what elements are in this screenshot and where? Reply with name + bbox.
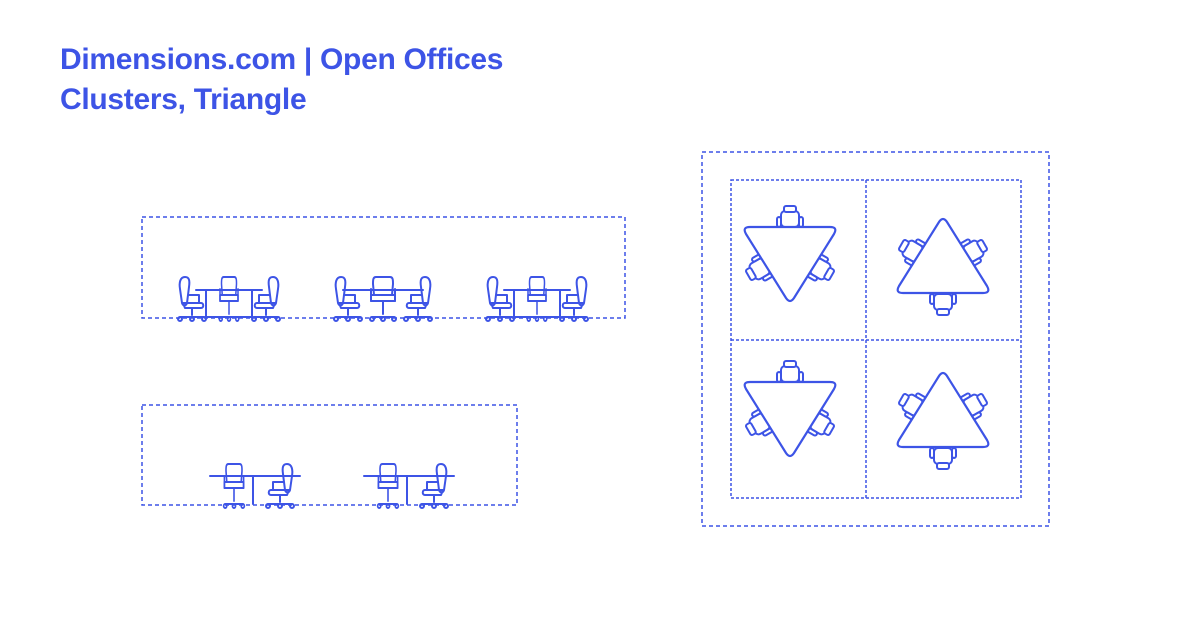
- title-line-2: Clusters, Triangle: [60, 83, 307, 116]
- front-cluster-1: [178, 277, 280, 321]
- side-cluster-2: [364, 464, 454, 508]
- plan-table-top-right: [895, 219, 991, 315]
- front-cluster-2: [334, 277, 432, 321]
- front-cluster-3: [486, 277, 588, 321]
- plan-table-bottom-left: [742, 361, 838, 456]
- side-elevation-view: [141, 404, 518, 508]
- plan-table-bottom-right: [895, 373, 991, 469]
- side-cluster-1: [210, 464, 300, 508]
- plan-view: [701, 151, 1050, 527]
- plan-table-top-left: [742, 206, 838, 301]
- page-title: Dimensions.com | Open Offices Clusters, …: [60, 40, 503, 120]
- front-elevation-view: [141, 216, 626, 321]
- title-line-1: Dimensions.com | Open Offices: [60, 43, 504, 76]
